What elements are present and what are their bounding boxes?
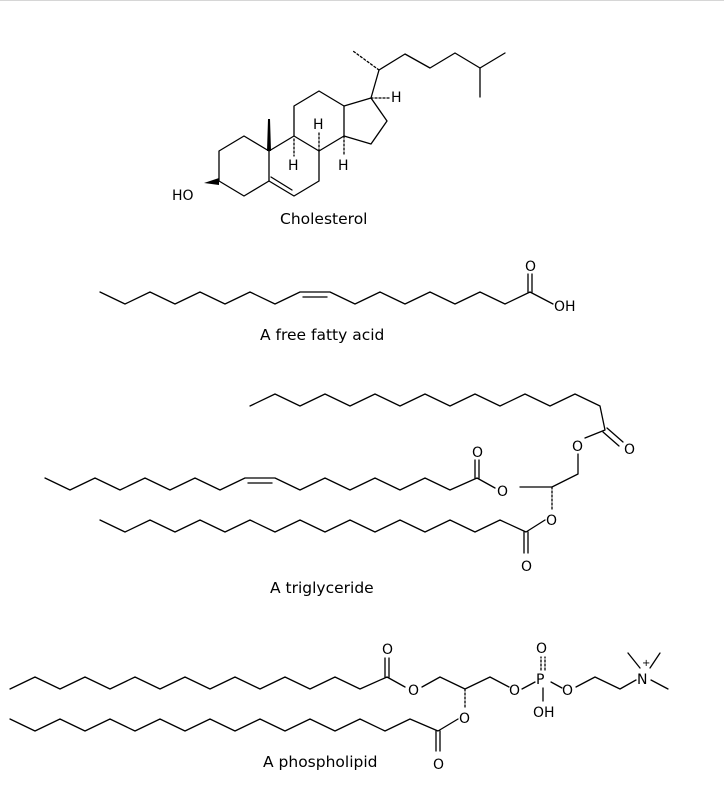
triglyceride-chain-middle bbox=[44, 477, 496, 491]
hydrogen-label-c8: H bbox=[313, 117, 324, 133]
ring-b bbox=[268, 135, 320, 197]
pl-bottom-ester-oxygen: O bbox=[459, 711, 470, 727]
triglyceride-chain-top bbox=[249, 393, 606, 439]
choline-methyl-3 bbox=[650, 679, 669, 690]
choline-chain bbox=[575, 676, 637, 690]
triglyceride-chain-bottom bbox=[99, 519, 546, 533]
ring-c bbox=[293, 90, 345, 152]
tg-top-ester-oxygen: O bbox=[572, 439, 583, 455]
side-chain-methyl-dash bbox=[352, 50, 380, 71]
pl-bottom-carbonyl-oxygen: O bbox=[433, 757, 444, 773]
acid-hydroxyl-label: OH bbox=[554, 299, 576, 315]
caption-fatty-acid: A free fatty acid bbox=[260, 326, 384, 344]
tg-middle-carbonyl-oxygen: O bbox=[472, 445, 483, 461]
pl-glycerol-backbone bbox=[421, 676, 510, 690]
phospholipid-chain-bottom bbox=[9, 718, 459, 732]
ring-b-double-bond bbox=[270, 176, 293, 191]
choline-methyl-1 bbox=[627, 652, 641, 669]
caption-cholesterol: Cholesterol bbox=[280, 210, 367, 228]
pl-top-carbonyl-oxygen: O bbox=[382, 642, 393, 658]
triglyceride-structure: O O O O O O A triglyceride bbox=[44, 393, 635, 597]
ring-a bbox=[218, 135, 270, 197]
hydrogen-label-c9: H bbox=[288, 158, 299, 174]
phosphate-hydroxyl-label: OH bbox=[533, 705, 555, 721]
choline-methyl-2 bbox=[649, 652, 661, 669]
phosphate-oxygen-top: O bbox=[536, 641, 547, 657]
phospholipid-chain-top bbox=[9, 676, 406, 690]
nitrogen-charge: + bbox=[642, 658, 650, 669]
caption-triglyceride: A triglyceride bbox=[270, 579, 374, 597]
hydrogen-label-c14: H bbox=[338, 158, 349, 174]
caption-phospholipid: A phospholipid bbox=[263, 753, 378, 771]
phosphate-oxygen-right: O bbox=[562, 683, 573, 699]
tg-middle-ester-oxygen: O bbox=[497, 484, 508, 500]
angular-methyl-wedge bbox=[267, 119, 271, 151]
hydroxyl-label: HO bbox=[172, 188, 194, 204]
phosphorus-label: P bbox=[536, 672, 544, 688]
hydrogen-label-c17: H bbox=[391, 90, 402, 106]
cholesterol-structure: HO H H H H Cholesterol bbox=[172, 50, 506, 228]
tg-bottom-ester-oxygen: O bbox=[546, 513, 557, 529]
hydroxyl-wedge bbox=[204, 178, 219, 185]
ring-d bbox=[343, 97, 388, 145]
phosphate-oxygen-left: O bbox=[509, 683, 520, 699]
tg-top-carbonyl bbox=[606, 427, 624, 443]
tg-top-carbonyl-2 bbox=[602, 431, 620, 447]
nitrogen-label: N bbox=[637, 672, 647, 688]
fatty-acid-chain bbox=[99, 291, 554, 305]
tg-bottom-carbonyl-oxygen: O bbox=[521, 559, 532, 575]
carbonyl-oxygen-label: O bbox=[525, 259, 536, 275]
phospholipid-structure: O O O O P O OH O N + O A phospholipid bbox=[9, 641, 669, 773]
phosphate-bond-right bbox=[550, 681, 563, 689]
phosphate-bond-left bbox=[521, 681, 536, 690]
pl-top-ester-oxygen: O bbox=[408, 683, 419, 699]
tg-top-carbonyl-oxygen: O bbox=[624, 442, 635, 458]
glycerol-backbone bbox=[519, 453, 579, 488]
fatty-acid-structure: O OH A free fatty acid bbox=[99, 259, 576, 344]
